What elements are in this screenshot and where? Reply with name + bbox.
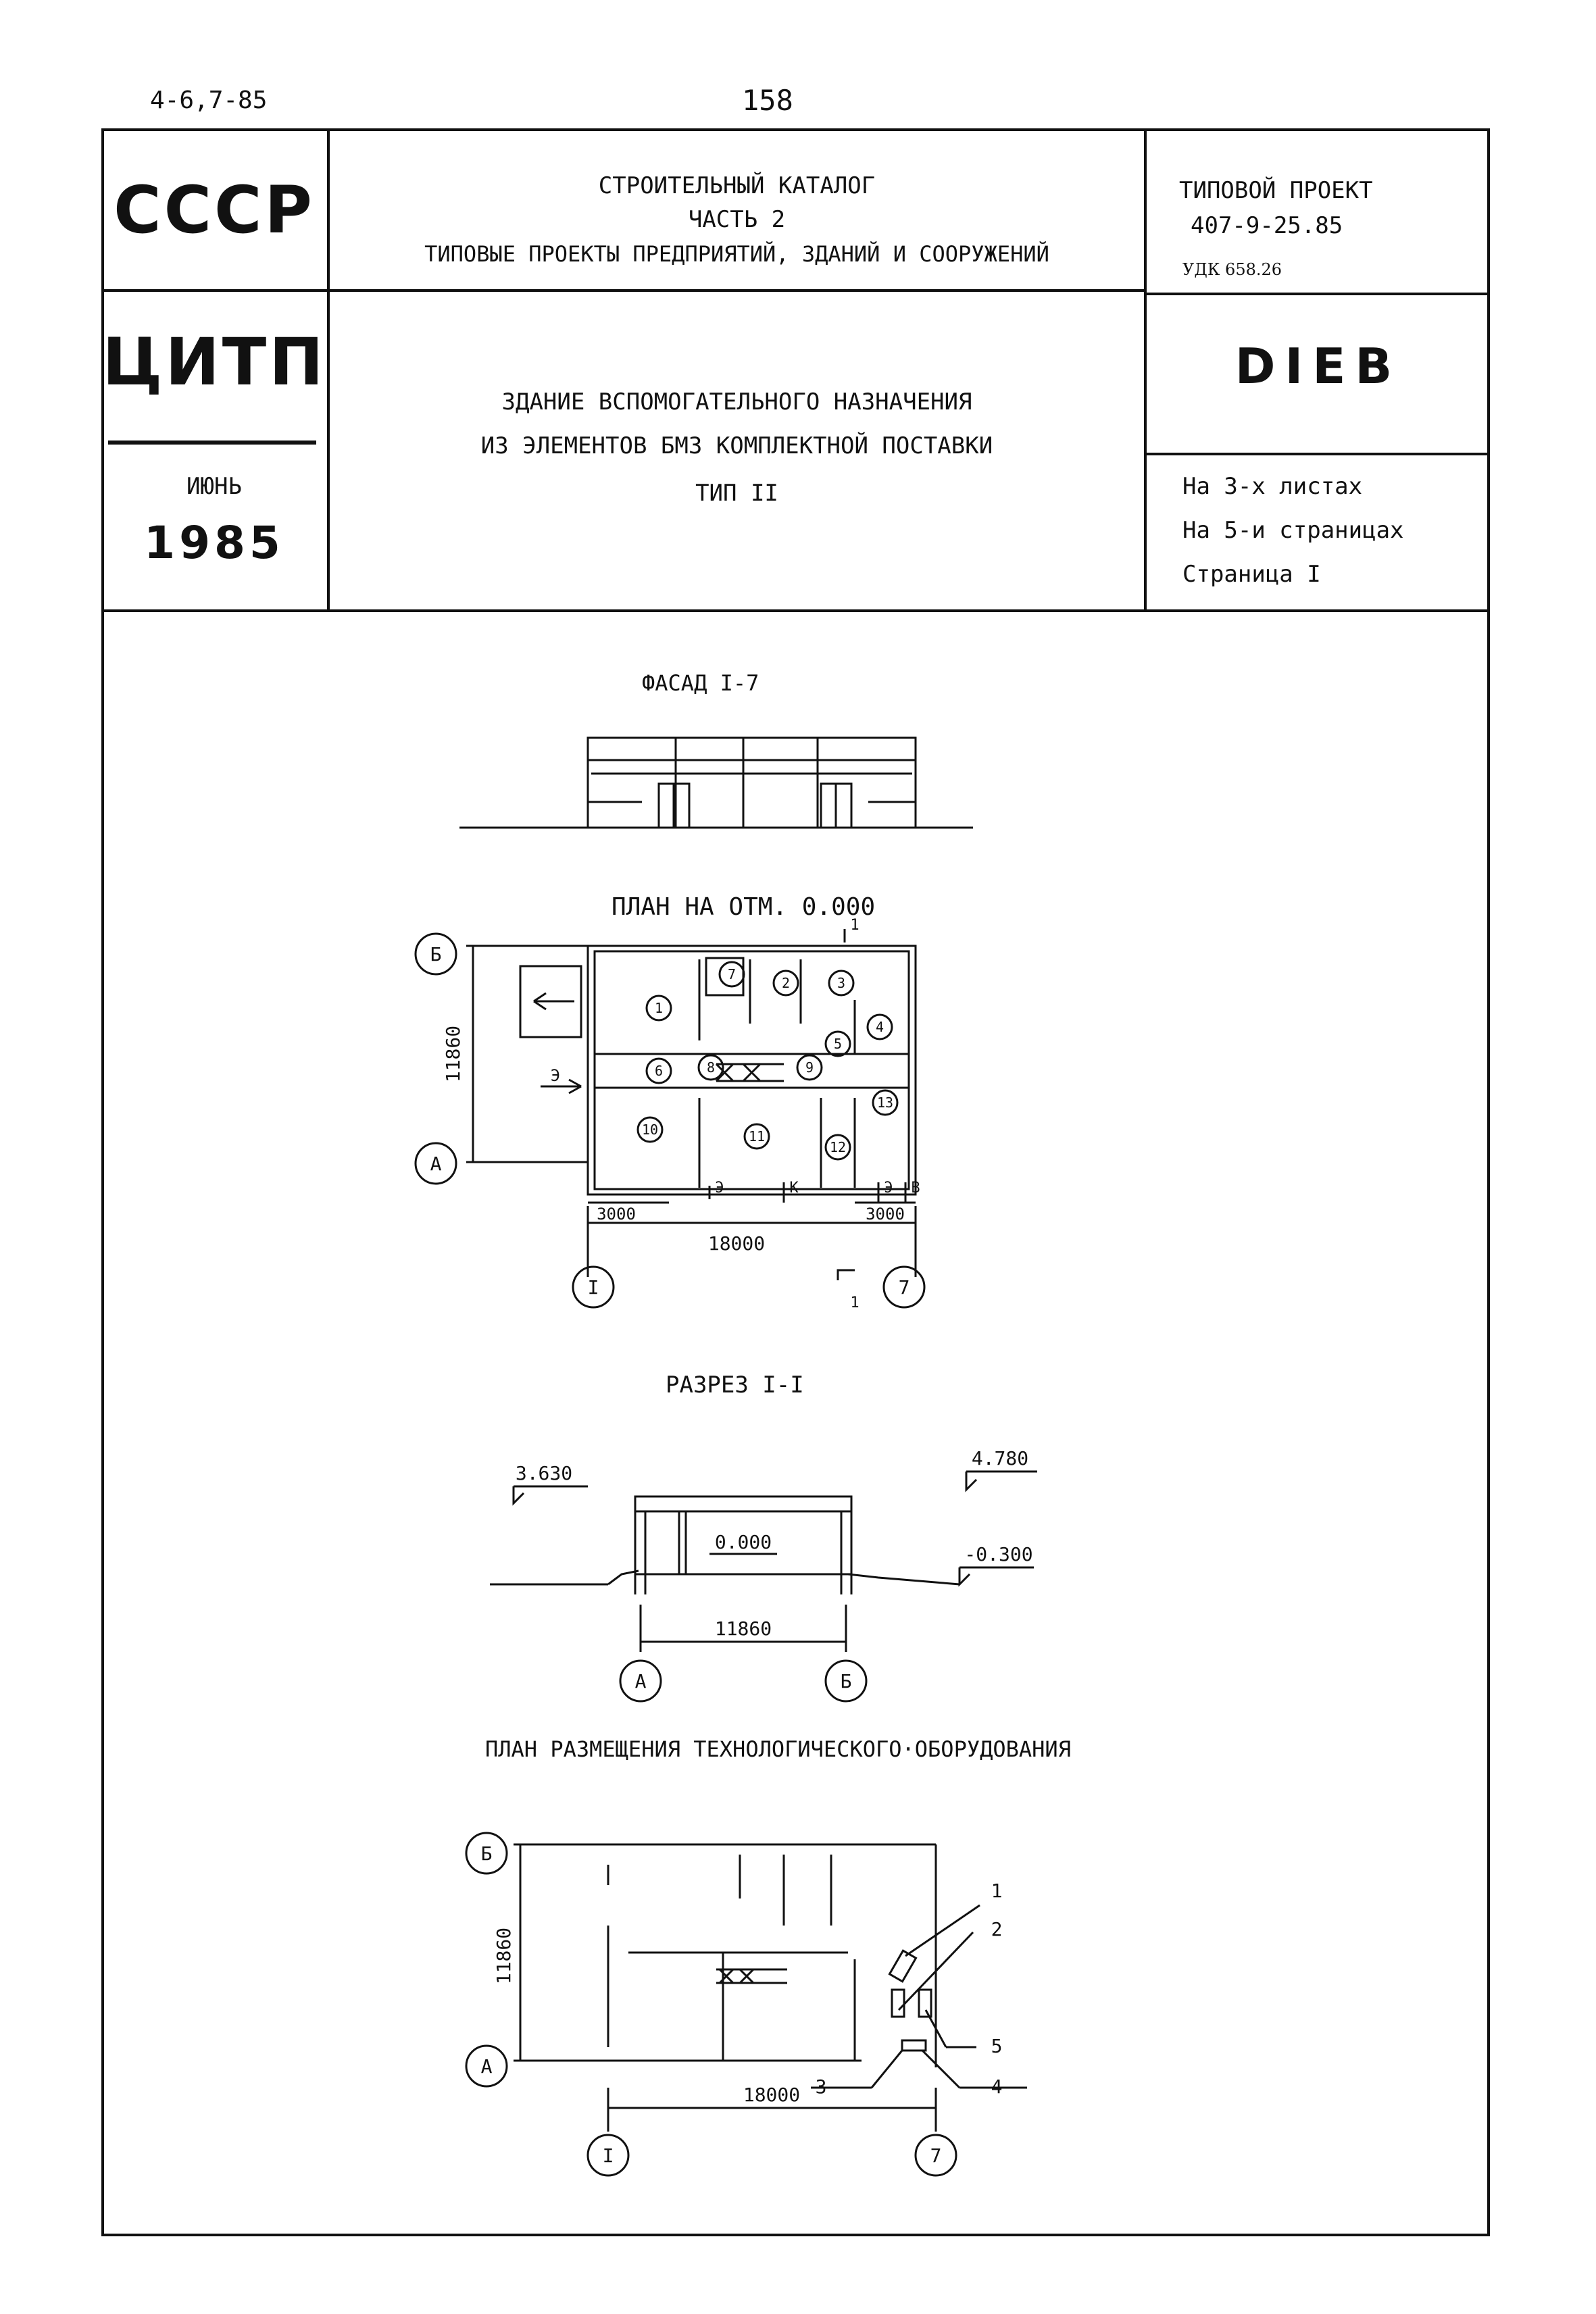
issue-year: 1985 xyxy=(144,517,284,569)
stamp-hline-right-1 xyxy=(1144,293,1490,295)
catalog-line-3: ТИПОВЫЕ ПРОЕКТЫ ПРЕДПРИЯТИЙ, ЗДАНИЙ И СО… xyxy=(424,241,1049,267)
org-ussr: СССР xyxy=(114,172,315,248)
project-title-1: ЗДАНИЕ ВСПОМОГАТЕЛЬНОГО НАЗНАЧЕНИЯ xyxy=(501,388,972,416)
project-title-3: ТИП II xyxy=(695,480,778,507)
sheet-frame xyxy=(101,128,1490,2236)
stamp-hline-right-2 xyxy=(1144,453,1490,455)
project-number: 407-9-25.85 xyxy=(1191,212,1343,239)
org-citp: ЦИТП xyxy=(102,324,326,400)
document-code-dieb: DIEB xyxy=(1235,338,1402,395)
sheets-count: На 3-х листах xyxy=(1182,473,1363,500)
section-title: РАЗРЕЗ I-I xyxy=(666,1372,804,1399)
udk-code: УДК 658.26 xyxy=(1182,260,1282,279)
issue-month: ИЮНЬ xyxy=(186,473,242,500)
document-code: 4-6,7-85 xyxy=(150,86,268,114)
catalog-line-1: СТРОИТЕЛЬНЫЙ КАТАЛОГ xyxy=(598,172,876,199)
stamp-divider-short xyxy=(108,441,316,445)
stamp-bottom-line xyxy=(101,609,1490,612)
stamp-vline-left xyxy=(327,128,330,611)
project-label: ТИПОВОЙ ПРОЕКТ xyxy=(1179,177,1373,204)
page-number: 158 xyxy=(742,84,793,117)
stamp-vline-right xyxy=(1144,128,1147,611)
stamp-hline-1 xyxy=(101,289,1145,292)
equipment-plan-title: ПЛАН РАЗМЕЩЕНИЯ ТЕХНОЛОГИЧЕСКОГО·ОБОРУДО… xyxy=(485,1736,1071,1762)
pages-count: На 5-и страницах xyxy=(1182,517,1404,544)
facade-title: ФАСАД I-7 xyxy=(642,670,759,696)
catalog-line-2: ЧАСТЬ 2 xyxy=(688,206,786,233)
page-label: Страница I xyxy=(1182,561,1321,588)
project-title-2: ИЗ ЭЛЕМЕНТОВ БМЗ КОМПЛЕКТНОЙ ПОСТАВКИ xyxy=(480,432,993,459)
plan-title: ПЛАН НА ОТМ. 0.000 xyxy=(612,893,876,921)
